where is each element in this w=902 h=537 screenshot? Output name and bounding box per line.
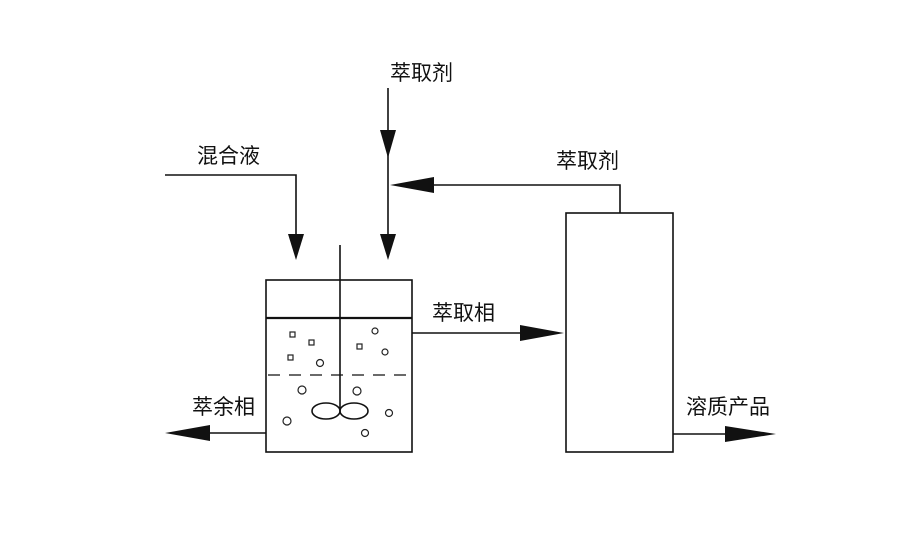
recycle-arrowhead [390, 177, 434, 193]
raffinate-outlet-line [165, 425, 266, 441]
separator-column [565, 212, 674, 453]
droplet [308, 339, 315, 346]
extractant-recycle-line [390, 177, 621, 213]
droplet [352, 386, 362, 396]
droplet [282, 416, 292, 426]
impeller-left-blade [311, 402, 341, 420]
extract-phase-line [412, 325, 564, 341]
droplet [384, 408, 394, 418]
extractant-feed-label: 萃取剂 [390, 61, 453, 85]
droplet [297, 385, 307, 395]
droplet [289, 331, 296, 338]
tank-body [265, 279, 413, 453]
solute-product-arrowhead [725, 426, 776, 442]
mixed-liquid-label: 混合液 [197, 144, 260, 168]
droplet [360, 428, 370, 438]
droplet [381, 348, 389, 356]
extractant-feed-line [380, 88, 396, 260]
droplets [282, 327, 394, 438]
raffinate-phase-label: 萃余相 [192, 395, 255, 419]
extract-phase-arrowhead [520, 325, 564, 341]
extract-phase-label: 萃取相 [432, 301, 495, 325]
droplet [356, 343, 363, 350]
raffinate-arrowhead [165, 425, 210, 441]
droplet [287, 354, 294, 361]
solute-product-line [673, 426, 776, 442]
mixed-liquid-arrowhead [288, 234, 304, 260]
extractant-recycle-label: 萃取剂 [556, 149, 619, 173]
mixer-tank [265, 245, 413, 453]
extractant-lower-arrowhead [380, 234, 396, 260]
droplet [315, 358, 325, 368]
impeller-right-blade [339, 402, 369, 420]
extractant-upper-arrowhead [380, 130, 396, 158]
droplet [371, 327, 379, 335]
mixed-liquid-feed-line [165, 174, 304, 260]
solute-product-label: 溶质产品 [686, 395, 770, 419]
